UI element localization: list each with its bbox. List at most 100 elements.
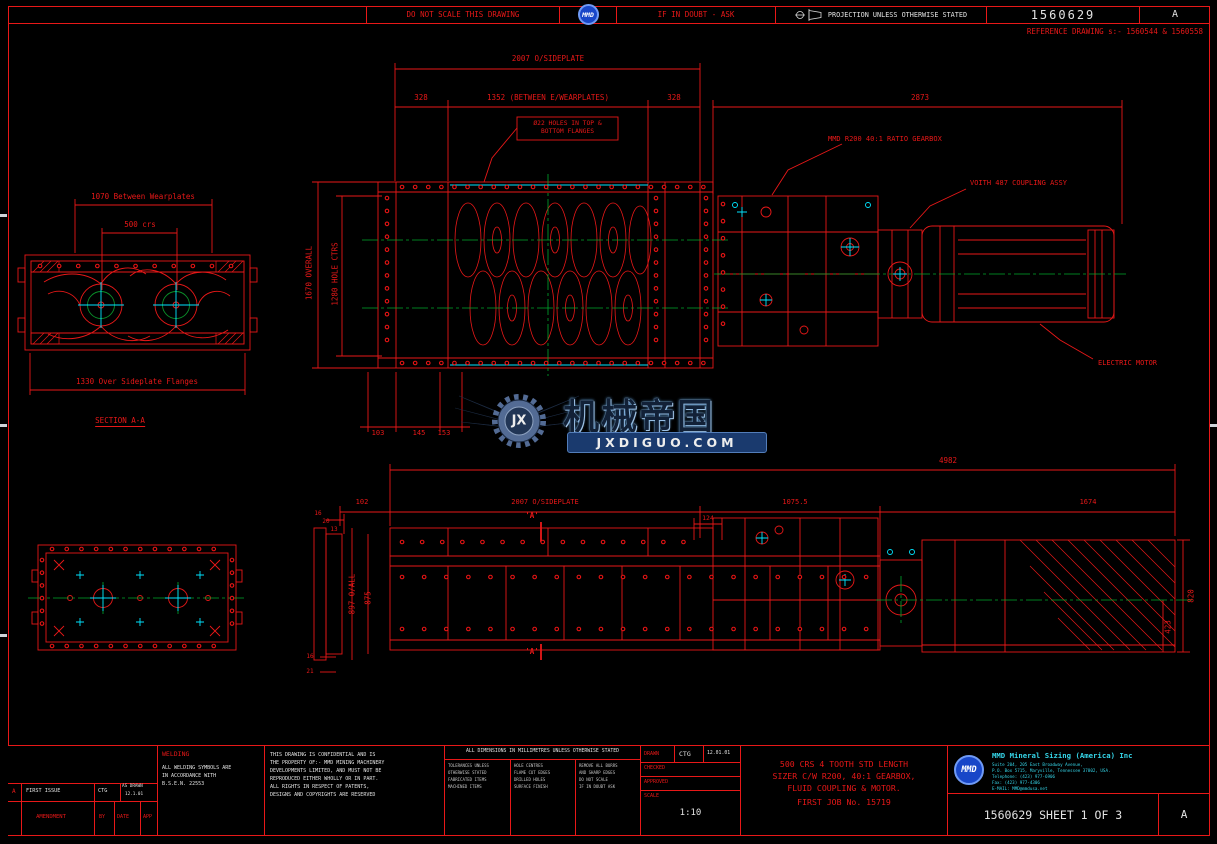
- rev-description: FIRST ISSUE: [26, 788, 61, 794]
- welding-notes-cell: WELDING ALL WELDING SYMBOLS ARE IN ACCOR…: [158, 746, 265, 836]
- holes-note: Ø22 HOLES IN TOP & BOTTOM FLANGES: [518, 120, 617, 136]
- rev-by: CTG: [98, 788, 108, 794]
- revision-table: A FIRST ISSUE CTG AS DRAWN 12.1.01 AMEND…: [8, 746, 158, 836]
- margin-tick: [0, 424, 7, 427]
- confidential-line: THIS DRAWING IS CONFIDENTIAL AND IS: [270, 752, 376, 758]
- approvals-cell: DRAWN CTG 12.01.01 CHECKED APPROVED SCAL…: [641, 746, 741, 836]
- dim-145: 145: [412, 429, 426, 437]
- welding-line: B.S.E.N. 22553: [162, 781, 205, 787]
- dim-2007-sideplate-elev: 2007 O/SIDEPLATE: [511, 498, 579, 506]
- projection-cell: PROJECTION UNLESS OTHERWISE STATED: [776, 6, 987, 23]
- scale-label: SCALE: [644, 793, 660, 799]
- welding-line: IN ACCORDANCE WITH: [162, 773, 217, 779]
- fine-print-line: OTHERWISE STATED: [448, 770, 487, 775]
- mmd-logo-cell: MMD: [560, 4, 617, 25]
- drawing-title-line: FIRST JOB No. 15719: [797, 797, 891, 807]
- date-header: DATE: [117, 814, 130, 820]
- dim-328-left: 328: [414, 93, 428, 102]
- dim-1674: 1674: [1079, 498, 1097, 506]
- fine-print-line: TOLERANCES UNLESS: [448, 763, 489, 768]
- amendment-header: AMENDMENT: [36, 814, 66, 820]
- sheet-number: 1560629 SHEET 1 OF 3: [948, 794, 1159, 836]
- scale-value: 1:10: [679, 808, 702, 818]
- confidential-line: ALL RIGHTS IN RESPECT OF PATENTS,: [270, 784, 370, 790]
- approved-label: APPROVED: [644, 779, 669, 785]
- dim-124: 124: [702, 514, 714, 522]
- dim-1070-between-wearplates: 1070 Between Wearplates: [91, 192, 195, 201]
- fine-print-line: AND SHARP EDGES: [579, 770, 616, 775]
- dim-13: 13: [330, 526, 338, 533]
- if-in-doubt-note: IF IN DOUBT - ASK: [617, 6, 776, 23]
- confidential-line: DEVELOPMENTS LIMITED, AND MUST NOT BE: [270, 768, 382, 774]
- gear-wings-logo-icon: [454, 394, 584, 448]
- motor-callout: ELECTRIC MOTOR: [1098, 359, 1158, 367]
- fine-print-line: DO NOT SCALE: [579, 777, 608, 782]
- drawing-title-line: SIZER C/W R200, 40:1 GEARBOX,: [772, 771, 916, 781]
- confidential-line: DESIGNS AND COPYRIGHTS ARE RESERVED: [270, 792, 376, 798]
- dims-note: ALL DIMENSIONS IN MILLIMETRES UNLESS OTH…: [465, 749, 620, 754]
- drawn-by: CTG: [679, 750, 691, 758]
- dim-1280-hole-ctrs: 1280 HOLE CTRS: [330, 242, 340, 306]
- dim-1075-5: 1075.5: [782, 498, 808, 506]
- projection-note: PROJECTION UNLESS OTHERWISE STATED: [827, 10, 968, 19]
- dim-1670-overall: 1670 OVERALL: [304, 245, 314, 301]
- dim-328-right: 328: [667, 93, 681, 102]
- dim-2007-sideplate-plan: 2007 O/SIDEPLATE: [511, 54, 585, 63]
- reference-drawings-note: REFERENCE DRAWING s:- 1560544 & 1560558: [1026, 27, 1203, 36]
- top-title-bar: DO NOT SCALE THIS DRAWING MMD IF IN DOUB…: [8, 4, 1210, 25]
- drawn-date: 12.01.01: [707, 751, 731, 756]
- drawing-title-cell: 500 CRS 4 TOOTH STD LENGTH SIZER C/W R20…: [741, 746, 948, 836]
- company-address-line: E-MAIL: MMD@mmdusa.net: [992, 786, 1048, 791]
- dim-103: 103: [371, 429, 385, 437]
- fine-print-line: FABRICATED ITEMS: [448, 777, 487, 782]
- dim-21: 21: [306, 668, 314, 675]
- top-bar-spacer: [8, 6, 367, 23]
- company-cell: MMD MMD Mineral Sizing (America) Inc Sui…: [948, 746, 1209, 794]
- rev-letter: A: [12, 788, 16, 795]
- section-marker-a-top: 'A': [525, 511, 539, 520]
- dim-423: 423: [1163, 620, 1173, 634]
- dim-820: 820: [1186, 589, 1196, 603]
- watermark-url: JXDIGUO.COM: [567, 432, 767, 453]
- fine-print-line: SURFACE FINISH: [514, 784, 548, 789]
- drawing-title-line: FLUID COUPLING & MOTOR.: [787, 783, 901, 793]
- title-block: A FIRST ISSUE CTG AS DRAWN 12.1.01 AMEND…: [8, 745, 1209, 836]
- company-address-line: Telephone: (423) 977-6906: [992, 774, 1056, 779]
- baseframe-plan-view: [31, 544, 243, 651]
- margin-tick: [0, 634, 7, 637]
- margin-tick: [0, 214, 7, 217]
- fine-print-line: REMOVE ALL BURRS: [579, 763, 618, 768]
- do-not-scale-note: DO NOT SCALE THIS DRAWING: [367, 6, 560, 23]
- revision-letter-block: A: [1180, 808, 1188, 821]
- section-aa-label: SECTION A-A: [95, 416, 145, 427]
- dim-2873: 2873: [910, 93, 930, 102]
- dim-897-overall: 897 O/ALL: [347, 573, 357, 615]
- margin-tick: [1210, 424, 1217, 427]
- company-address-line: P.O. Box 5715, Maryville, Tennessee 3780…: [992, 768, 1111, 773]
- drawing-number: 1560629: [987, 6, 1140, 23]
- welding-line: ALL WELDING SYMBOLS ARE: [162, 765, 232, 771]
- gearbox-callout: MMD R200 40:1 RATIO GEARBOX: [828, 135, 942, 143]
- dim-16-bottom: 16: [306, 653, 314, 660]
- elevation-view: [313, 464, 1190, 673]
- confidential-line: THE PROPERTY OF:- MMD MINING MACHINERY: [270, 760, 385, 766]
- dim-875: 875: [363, 591, 373, 605]
- dim-153: 153: [437, 429, 451, 437]
- rev-app-note: AS DRAWN: [122, 784, 143, 789]
- welding-title: WELDING: [162, 750, 190, 758]
- rev-date-value: 12.1.01: [125, 792, 144, 797]
- dim-102: 102: [355, 498, 369, 506]
- fine-print-line: HOLE CENTRES: [514, 763, 543, 768]
- holes-note-line2: BOTTOM FLANGES: [540, 128, 595, 135]
- third-angle-projection-icon: [794, 8, 822, 21]
- holes-note-line1: Ø22 HOLES IN TOP &: [533, 120, 602, 127]
- tolerance-notes-cell: ALL DIMENSIONS IN MILLIMETRES UNLESS OTH…: [445, 746, 641, 836]
- dim-500-crs: 500 crs: [124, 220, 156, 229]
- app-header: APP: [143, 814, 153, 820]
- checked-label: CHECKED: [644, 765, 666, 771]
- drawing-title-line: 500 CRS 4 TOOTH STD LENGTH: [779, 759, 909, 769]
- company-address-line: Suite 204, 205 East Broadway Avenue,: [992, 762, 1083, 767]
- dim-20: 20: [322, 518, 330, 525]
- watermark-gear-text: JX: [511, 413, 527, 429]
